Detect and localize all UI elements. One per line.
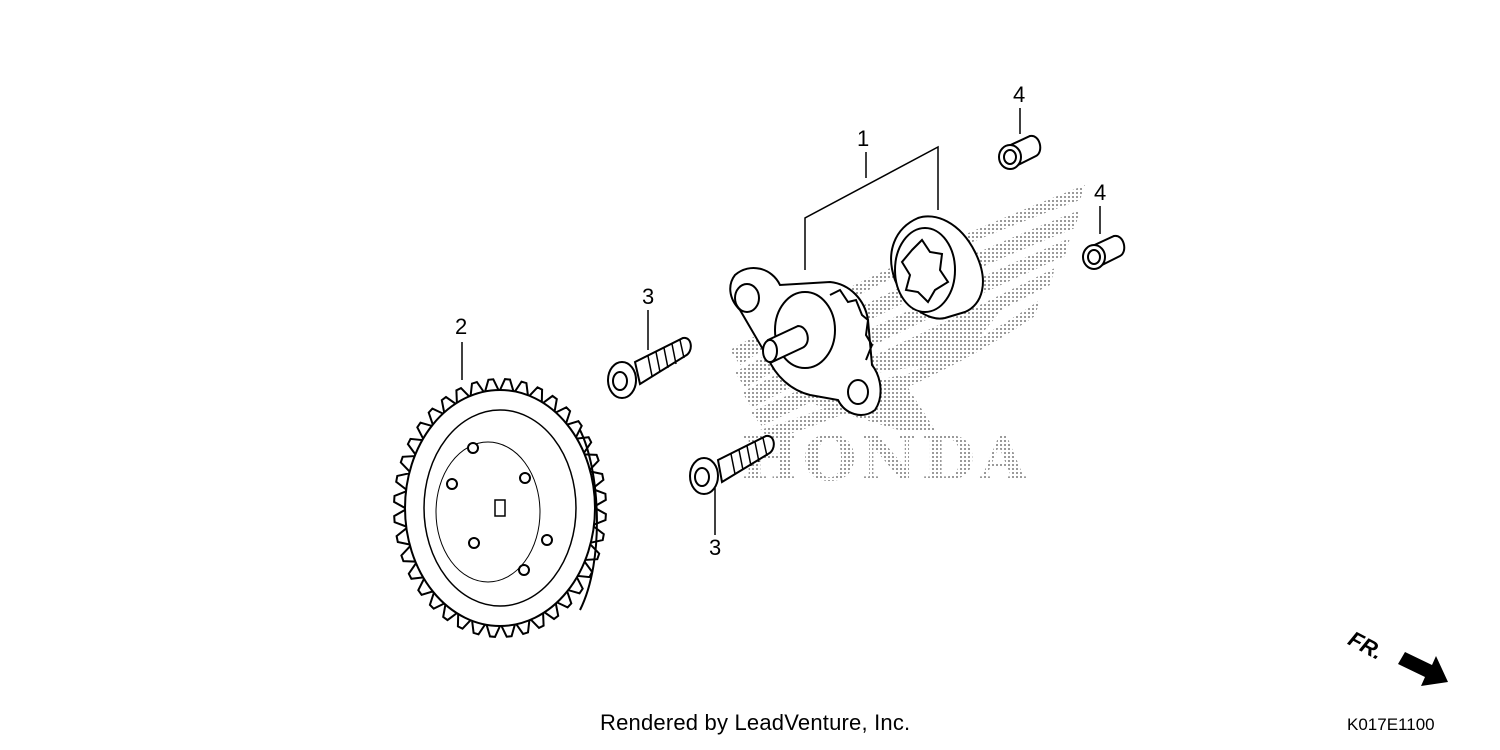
oil-pump-body <box>729 266 882 416</box>
honda-wordmark: HONDA <box>740 422 1031 495</box>
pump-gear <box>393 378 607 638</box>
front-direction-arrow-icon <box>1398 652 1448 686</box>
callout-part-3-lower: 3 <box>709 535 722 560</box>
bolt-lower <box>689 434 775 495</box>
dowel-pin-upper <box>998 134 1042 170</box>
dowel-pin-lower <box>1082 234 1126 270</box>
callout-part-4-upper: 4 <box>1013 82 1026 107</box>
render-credit: Rendered by LeadVenture, Inc. <box>600 710 911 735</box>
bolt-upper <box>607 336 692 399</box>
leader-part-1-bracket <box>804 145 939 270</box>
leader-lines <box>461 108 1101 535</box>
callout-part-1: 1 <box>857 126 870 151</box>
oil-pump-rotor <box>890 215 984 320</box>
diagram-code: K017E1100 <box>1347 715 1435 734</box>
svg-text:HONDA: HONDA <box>740 422 1031 495</box>
callout-part-3-upper: 3 <box>642 284 655 309</box>
callout-part-4-lower: 4 <box>1094 180 1107 205</box>
callout-part-2: 2 <box>455 314 468 339</box>
